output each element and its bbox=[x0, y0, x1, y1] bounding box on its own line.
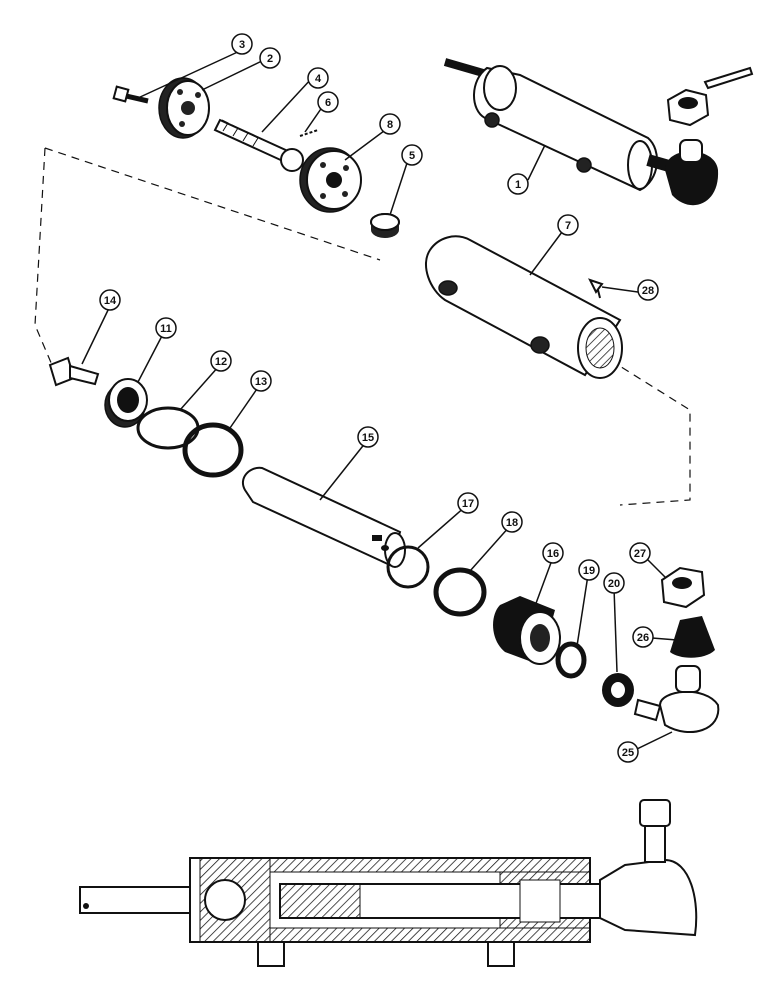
part-3-bolt bbox=[112, 85, 149, 104]
callout-28: 28 bbox=[637, 279, 659, 301]
part-7-barrel bbox=[425, 235, 623, 379]
svg-text:5: 5 bbox=[409, 150, 415, 162]
callout-18: 18 bbox=[501, 511, 523, 533]
part-17-o-ring bbox=[386, 545, 430, 589]
callout-25: 25 bbox=[617, 741, 639, 763]
callout-19: 19 bbox=[578, 559, 600, 581]
part-1-cylinder bbox=[443, 58, 719, 206]
svg-text:14: 14 bbox=[104, 295, 117, 307]
svg-text:7: 7 bbox=[565, 220, 571, 232]
cotter-pin bbox=[703, 66, 754, 90]
callout-3: 3 bbox=[231, 33, 253, 55]
svg-text:18: 18 bbox=[506, 517, 518, 529]
svg-text:11: 11 bbox=[160, 323, 172, 335]
callout-14: 14 bbox=[99, 289, 121, 311]
svg-text:3: 3 bbox=[239, 39, 245, 51]
svg-text:8: 8 bbox=[387, 119, 393, 131]
part-15-piston-rod bbox=[242, 466, 406, 568]
part-13-ring bbox=[182, 422, 244, 478]
callout-6: 6 bbox=[317, 91, 339, 113]
callout-20: 20 bbox=[603, 572, 625, 594]
callout-11: 11 bbox=[155, 317, 177, 339]
svg-text:26: 26 bbox=[637, 632, 649, 644]
part-20-wiper bbox=[602, 673, 634, 707]
callout-5: 5 bbox=[401, 144, 423, 166]
svg-text:16: 16 bbox=[547, 548, 559, 560]
part-27-castle-nut bbox=[660, 566, 706, 609]
part-6-pin bbox=[299, 129, 319, 137]
part-8-plate bbox=[299, 147, 362, 213]
part-19-washer bbox=[555, 641, 587, 679]
callout-1: 1 bbox=[507, 173, 529, 195]
part-25-tie-rod-end bbox=[633, 665, 720, 734]
callout-17: 17 bbox=[457, 492, 479, 514]
part-26-boot bbox=[670, 616, 715, 658]
callout-4: 4 bbox=[307, 67, 329, 89]
part-14-bolt bbox=[48, 356, 100, 387]
svg-text:2: 2 bbox=[267, 53, 273, 65]
part-5-pad bbox=[370, 213, 400, 238]
svg-text:4: 4 bbox=[315, 73, 322, 85]
svg-text:20: 20 bbox=[608, 578, 620, 590]
svg-text:12: 12 bbox=[215, 356, 227, 368]
part-28-screw bbox=[588, 278, 604, 299]
callout-15: 15 bbox=[357, 426, 379, 448]
svg-text:25: 25 bbox=[622, 747, 634, 759]
svg-text:13: 13 bbox=[255, 376, 267, 388]
part-11-bushing bbox=[104, 378, 148, 428]
callout-2: 2 bbox=[259, 47, 281, 69]
castle-nut-top bbox=[666, 88, 710, 127]
callout-16: 16 bbox=[542, 542, 564, 564]
callout-13: 13 bbox=[250, 370, 272, 392]
svg-text:15: 15 bbox=[362, 432, 374, 444]
part-16-gland bbox=[493, 596, 561, 665]
part-2-flange bbox=[158, 77, 210, 139]
callout-7: 7 bbox=[557, 214, 579, 236]
svg-text:27: 27 bbox=[634, 548, 646, 560]
part-18-ring bbox=[433, 567, 487, 617]
callout-12: 12 bbox=[210, 350, 232, 372]
cross-section-view bbox=[79, 799, 698, 967]
dashed-group-outline bbox=[34, 147, 691, 506]
svg-text:1: 1 bbox=[515, 179, 521, 191]
callout-8: 8 bbox=[379, 113, 401, 135]
svg-text:28: 28 bbox=[642, 285, 654, 297]
callout-27: 27 bbox=[629, 542, 651, 564]
part-4-ball-stud bbox=[213, 118, 304, 172]
svg-text:19: 19 bbox=[583, 565, 595, 577]
leader-lines bbox=[81, 49, 678, 751]
callout-26: 26 bbox=[632, 626, 654, 648]
svg-text:17: 17 bbox=[462, 498, 474, 510]
svg-text:6: 6 bbox=[325, 97, 331, 109]
